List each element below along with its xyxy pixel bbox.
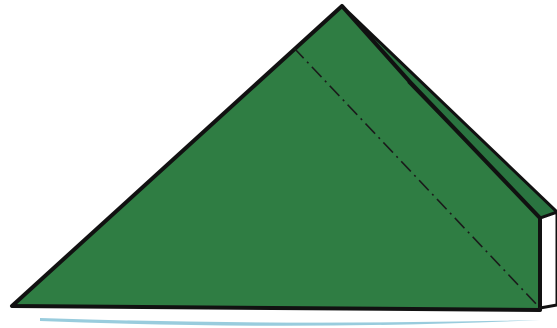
front-triangle xyxy=(12,6,540,310)
ground-shadow xyxy=(40,318,540,326)
back-flap xyxy=(540,212,557,308)
